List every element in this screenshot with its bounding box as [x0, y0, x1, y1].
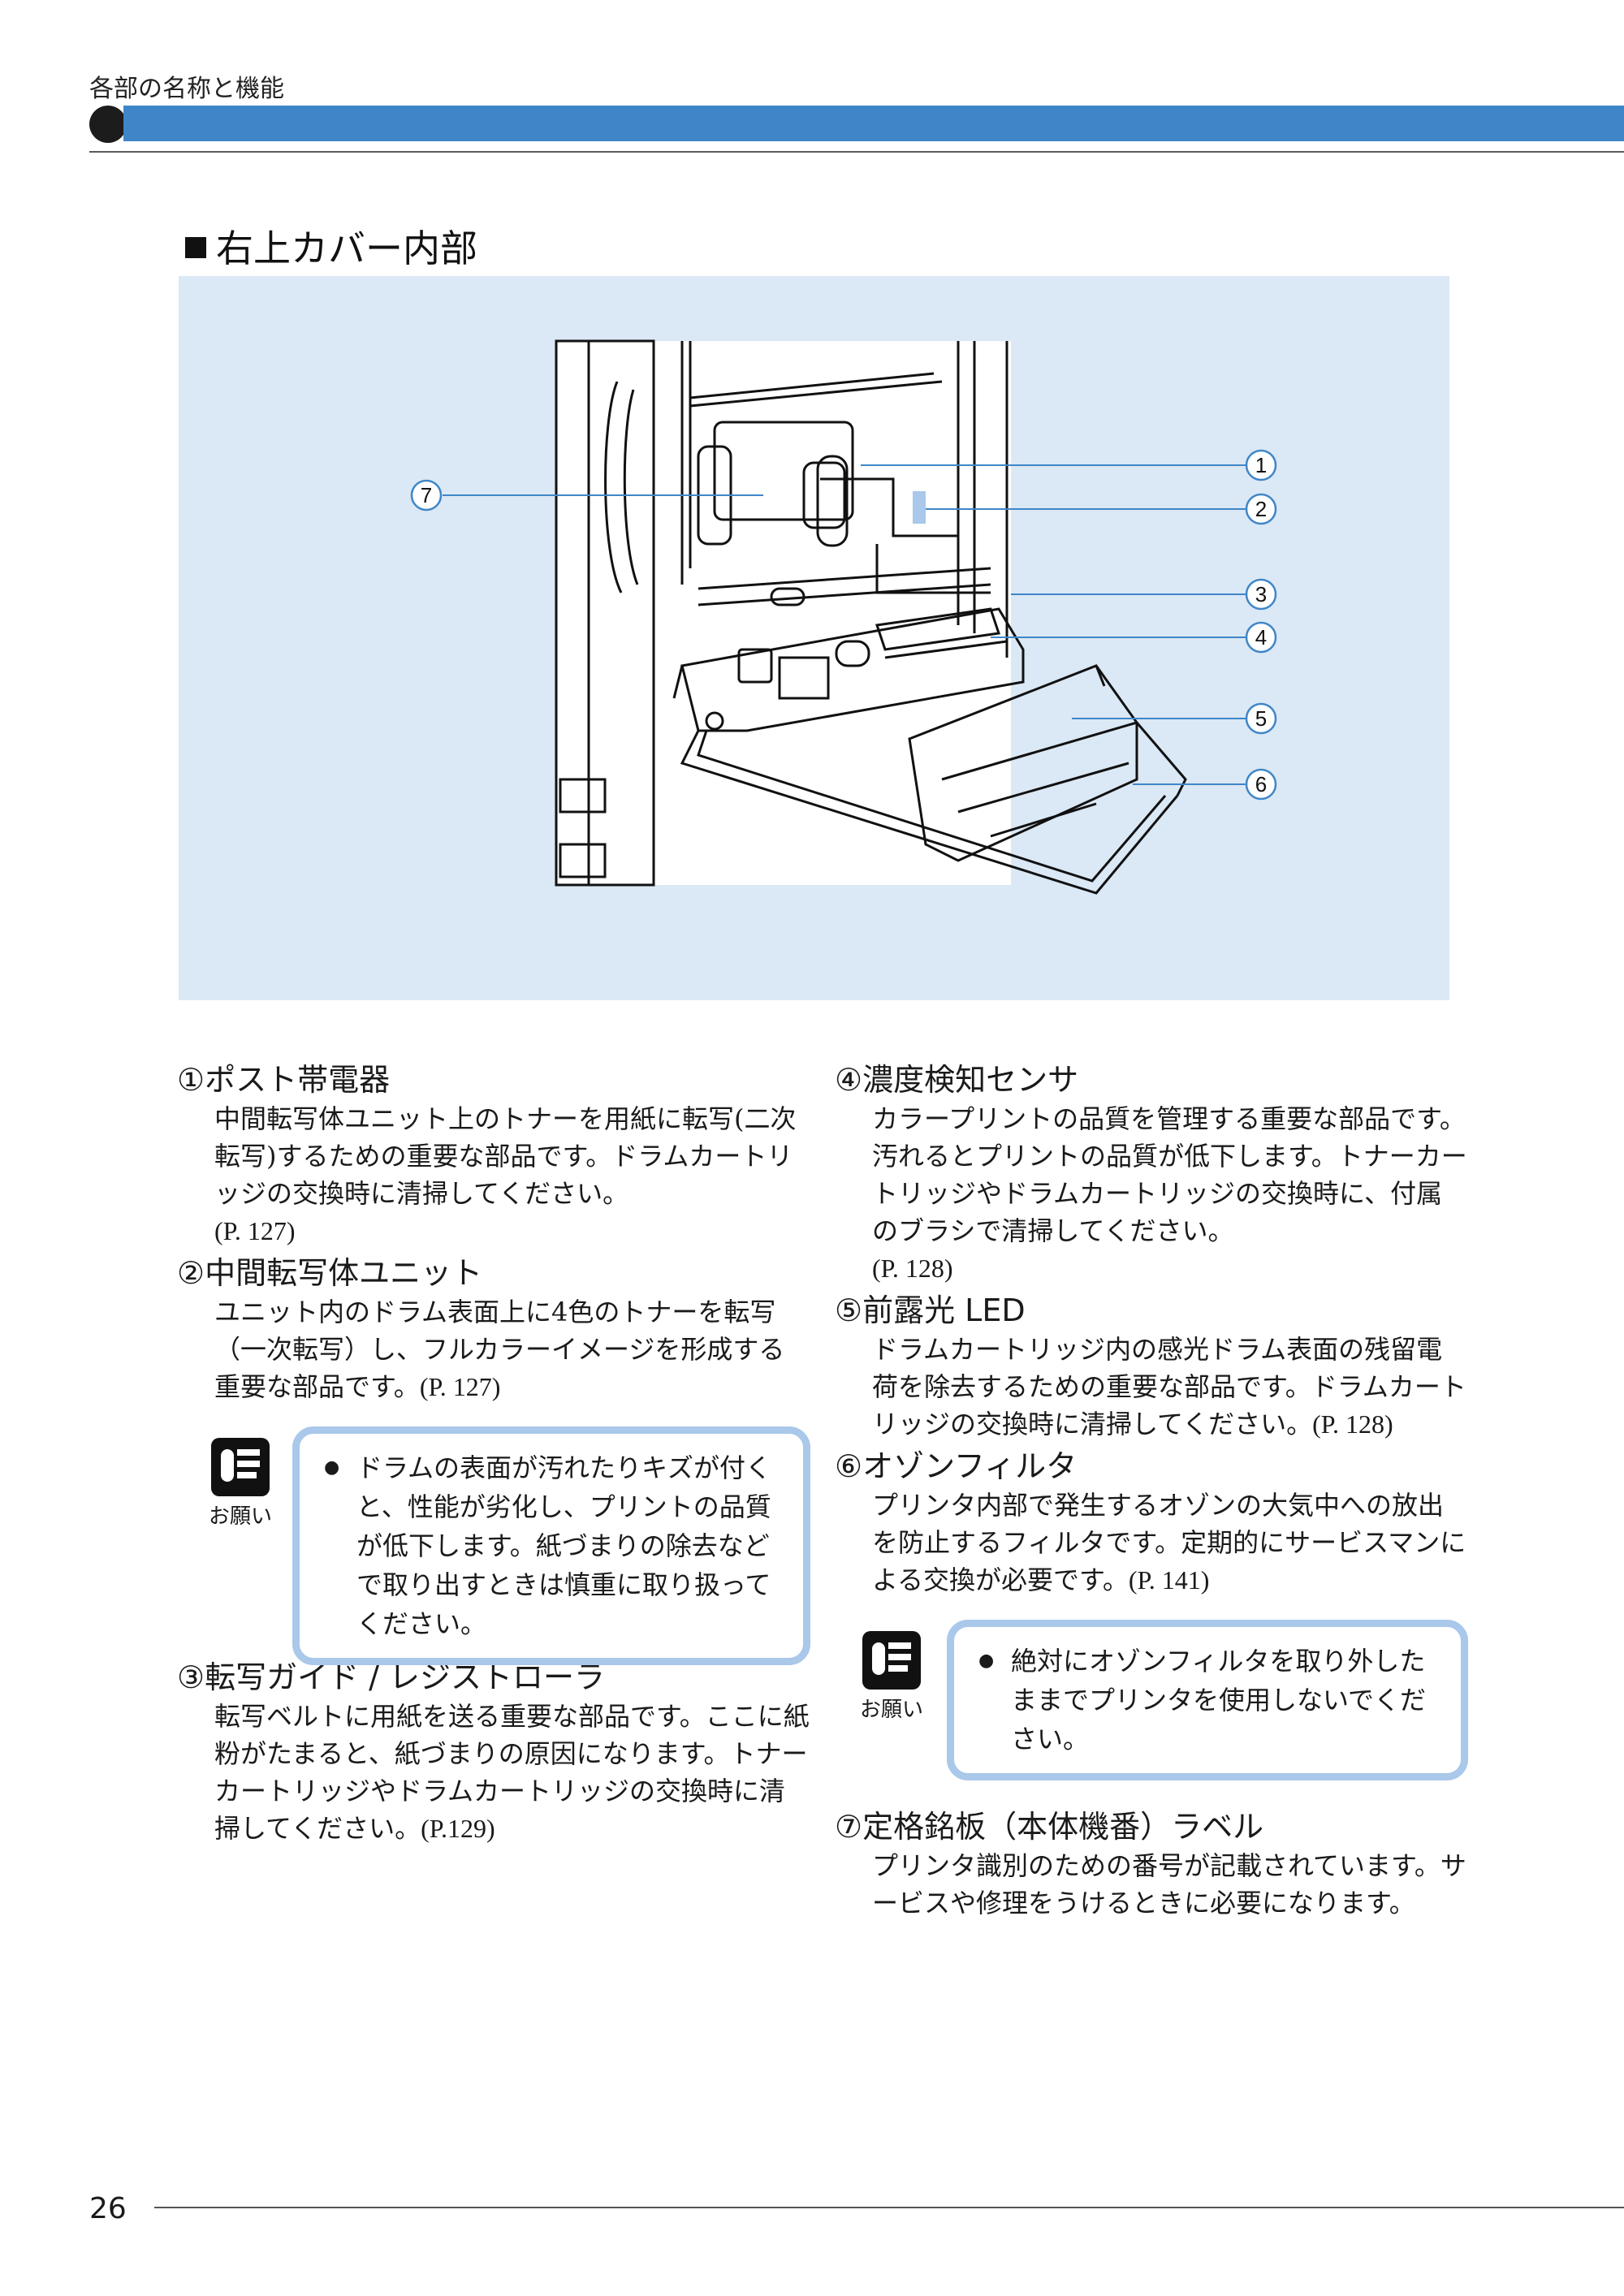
caution-label: お願い [208, 1504, 272, 1529]
item-transfer-unit: ②中間転写体ユニット ユニット内のドラム表面上に4色のトナーを転写（一次転写）し… [177, 1253, 810, 1405]
caution-label: お願い [859, 1698, 923, 1722]
header-rule [89, 151, 1624, 153]
svg-text:6: 6 [1255, 772, 1267, 796]
svg-text:4: 4 [1255, 625, 1267, 650]
item-pre-exposure-led: ⑤前露光 LED ドラムカートリッジ内の感光ドラム表面の残留電荷を除去するための… [835, 1290, 1468, 1443]
item-density-sensor: ④濃度検知センサ カラープリントの品質を管理する重要な部品です。汚れるとプリント… [835, 1060, 1468, 1287]
section-title: 右上カバー内部 [185, 219, 477, 273]
header-bullet [89, 106, 127, 143]
page-ref: (P. 128) [1312, 1409, 1393, 1439]
caution-icon-block: お願い [208, 1438, 273, 1530]
header-bar [123, 106, 1624, 141]
item-ozone-filter: ⑥オゾンフィルタ プリンタ内部で発生するオゾンの大気中への放出を防止するフィルタ… [835, 1446, 1468, 1599]
svg-text:5: 5 [1255, 706, 1267, 731]
callout-5: 5 [1245, 702, 1277, 735]
printer-interior-illustration: 1 2 3 4 5 6 7 [410, 339, 1277, 895]
callout-2: 2 [1245, 493, 1277, 525]
item-post-charger: ①ポスト帯電器 中間転写体ユニット上のトナーを用紙に転写(二次転写)するための重… [177, 1060, 810, 1249]
item-title: ⑤前露光 LED [835, 1293, 1026, 1328]
svg-text:2: 2 [1255, 497, 1267, 521]
caution-box: 絶対にオゾンフィルタを取り外したままでプリンタを使用しないでください。 [947, 1620, 1468, 1780]
callout-3: 3 [1245, 578, 1277, 611]
item-body: ユニット内のドラム表面上に4色のトナーを転写（一次転写）し、フルカラーイメージを… [214, 1297, 785, 1402]
caution-icon-block: お願い [859, 1631, 924, 1723]
footer-rule [154, 2207, 1624, 2208]
item-title: ②中間転写体ユニット [177, 1255, 483, 1291]
right-column: ④濃度検知センサ カラープリントの品質を管理する重要な部品です。汚れるとプリント… [835, 1060, 1468, 1925]
page-ref: (P. 127) [214, 1216, 296, 1245]
leader-lines [443, 464, 1255, 785]
left-column: ①ポスト帯電器 中間転写体ユニット上のトナーを用紙に転写(二次転写)するための重… [177, 1060, 810, 1850]
caution-text: 絶対にオゾンフィルタを取り外したままでプリンタを使用しないでください。 [978, 1642, 1441, 1759]
callout-1: 1 [1245, 449, 1277, 481]
item-body: 転写ベルトに用紙を送る重要な部品です。ここに紙粉がたまると、紙づまりの原因になり… [214, 1701, 810, 1844]
item-rating-label: ⑦定格銘板（本体機番）ラベル プリンタ識別のための番号が記載されています。サービ… [835, 1806, 1468, 1922]
item-body: プリンタ識別のための番号が記載されています。サービスや修理をうけるときに必要にな… [872, 1850, 1466, 1918]
running-header: 各部の名称と機能 [89, 75, 284, 103]
callout-6: 6 [1245, 768, 1277, 801]
svg-text:7: 7 [421, 483, 432, 507]
item-title: ④濃度検知センサ [835, 1062, 1079, 1098]
page-ref: (P. 141) [1128, 1565, 1210, 1595]
pointing-hand-icon [211, 1438, 270, 1496]
item-body: カラープリントの品質を管理する重要な部品です。汚れるとプリントの品質が低下します… [872, 1103, 1467, 1283]
page-ref: (P. 127) [419, 1372, 501, 1401]
svg-text:3: 3 [1255, 582, 1267, 606]
item-title: ③転写ガイド / レジストローラ [177, 1659, 606, 1695]
caution-note: お願い ドラムの表面が汚れたりキズが付くと、性能が劣化し、プリントの品質が低下し… [177, 1426, 810, 1665]
square-bullet-icon [185, 237, 206, 258]
callout-badges: 1 2 3 4 5 6 7 [410, 449, 1277, 801]
caution-note: お願い 絶対にオゾンフィルタを取り外したままでプリンタを使用しないでください。 [835, 1620, 1468, 1780]
page-number: 26 [89, 2192, 127, 2225]
item-transfer-guide: ③転写ガイド / レジストローラ 転写ベルトに用紙を送る重要な部品です。ここに紙… [177, 1657, 810, 1847]
callout-7: 7 [410, 479, 443, 511]
printer-line-art [555, 339, 1187, 895]
pointing-hand-icon [862, 1631, 921, 1690]
figure-panel: 1 2 3 4 5 6 7 [179, 276, 1449, 1000]
section-title-text: 右上カバー内部 [216, 227, 477, 270]
svg-text:1: 1 [1255, 453, 1267, 477]
item-body: 中間転写体ユニット上のトナーを用紙に転写(二次転写)するための重要な部品です。ド… [214, 1103, 797, 1245]
item-title: ⑥オゾンフィルタ [835, 1448, 1078, 1484]
item-title: ①ポスト帯電器 [177, 1062, 391, 1098]
item-title: ⑦定格銘板（本体機番）ラベル [835, 1809, 1264, 1845]
item-body: ドラムカートリッジ内の感光ドラム表面の残留電荷を除去するための重要な部品です。ド… [872, 1334, 1466, 1439]
highlight-marker [913, 491, 926, 524]
callout-4: 4 [1245, 621, 1277, 654]
caution-box: ドラムの表面が汚れたりキズが付くと、性能が劣化し、プリントの品質が低下します。紙… [292, 1426, 810, 1665]
item-body: プリンタ内部で発生するオゾンの大気中への放出を防止するフィルタです。定期的にサー… [872, 1490, 1466, 1595]
caution-text: ドラムの表面が汚れたりキズが付くと、性能が劣化し、プリントの品質が低下します。紙… [324, 1448, 784, 1643]
page-ref: (P.129) [421, 1814, 495, 1843]
page-ref: (P. 128) [872, 1254, 953, 1283]
